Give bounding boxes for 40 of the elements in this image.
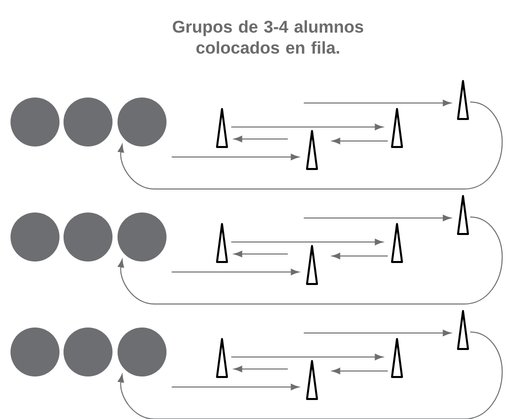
- cone: [306, 244, 318, 285]
- cone: [216, 222, 228, 263]
- arrow: [230, 238, 384, 246]
- student-circle: [64, 327, 112, 376]
- arrow: [234, 366, 288, 372]
- student-circle: [64, 98, 112, 146]
- cone: [457, 80, 469, 120]
- arrow: [118, 216, 503, 304]
- arrow: [118, 331, 503, 419]
- arrow: [303, 100, 452, 106]
- arrow: [303, 214, 452, 222]
- arrow: [303, 330, 452, 336]
- cone: [306, 360, 318, 400]
- arrow: [332, 252, 388, 260]
- student-circle: [10, 98, 60, 146]
- cone: [306, 130, 318, 170]
- cone: [391, 222, 403, 263]
- cone: [216, 108, 228, 148]
- arrow: [332, 368, 388, 374]
- cone: [391, 338, 403, 378]
- student-circle: [10, 212, 60, 262]
- student-circle: [118, 98, 166, 146]
- student-circle: [118, 212, 166, 262]
- arrow: [332, 138, 388, 144]
- arrow: [118, 102, 503, 190]
- title: Grupos de 3-4 alumnos colocados en fila.: [172, 20, 364, 54]
- cone: [457, 195, 469, 235]
- arrow: [171, 154, 300, 160]
- arrow: [230, 354, 384, 360]
- student-circle: [10, 327, 60, 376]
- arrow: [234, 250, 288, 258]
- arrow: [230, 124, 384, 130]
- student-circle: [118, 327, 166, 376]
- cone: [216, 338, 228, 378]
- arrow: [234, 136, 288, 142]
- arrow: [171, 268, 300, 276]
- cone: [391, 108, 403, 148]
- cone: [457, 310, 469, 350]
- arrow: [171, 384, 300, 390]
- student-circle: [64, 212, 112, 262]
